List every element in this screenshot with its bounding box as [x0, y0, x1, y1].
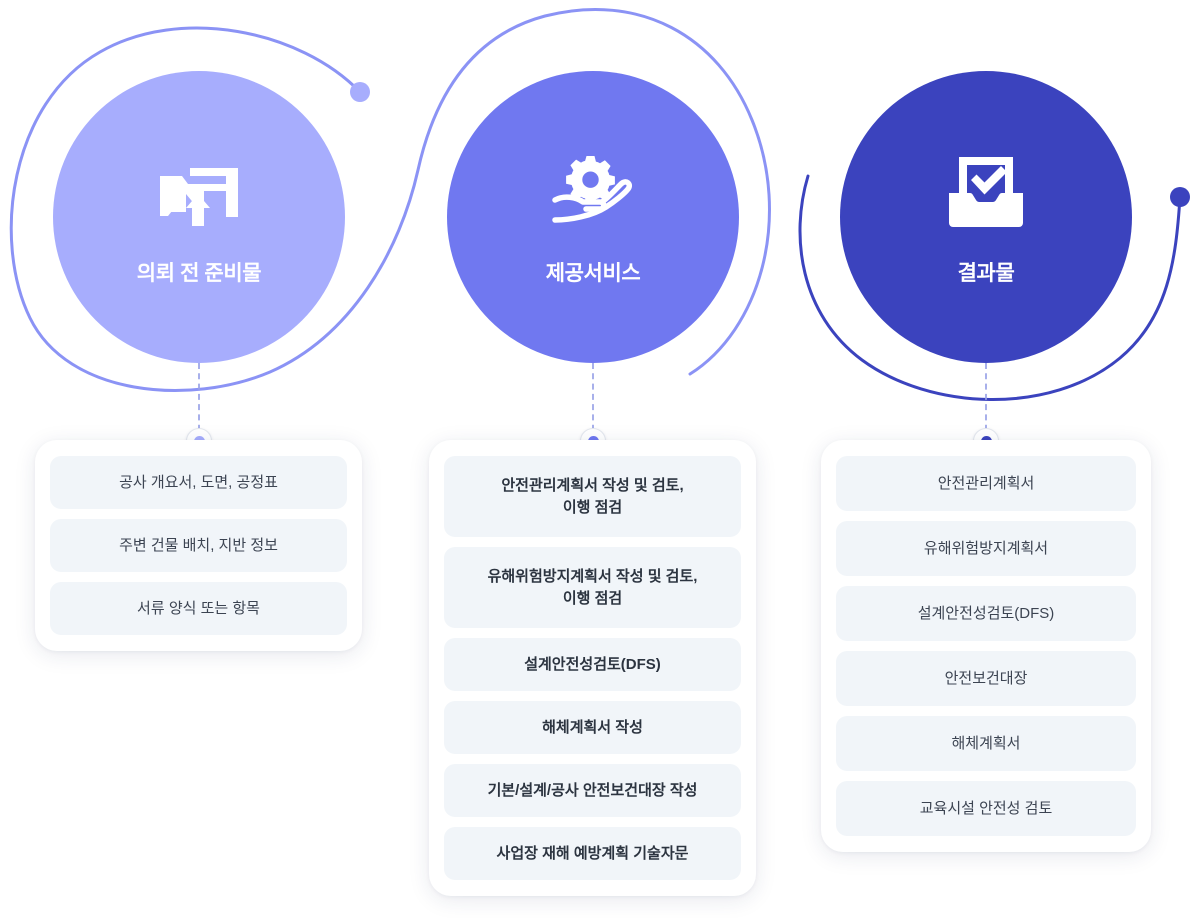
- list-item[interactable]: 해체계획서: [836, 716, 1136, 771]
- list-item[interactable]: 안전관리계획서 작성 및 검토,이행 점검: [444, 456, 741, 537]
- list-item[interactable]: 교육시설 안전성 검토: [836, 781, 1136, 836]
- inbox-check-icon: [940, 151, 1032, 237]
- step-circle-1-label: 의뢰 전 준비물: [136, 261, 262, 285]
- step-circle-3-label: 결과물: [957, 261, 1015, 285]
- step-circle-2-label: 제공서비스: [545, 261, 641, 285]
- list-item[interactable]: 해체계획서 작성: [444, 701, 741, 754]
- connector-line-2: [592, 363, 594, 441]
- list-item[interactable]: 사업장 재해 예방계획 기술자문: [444, 827, 741, 880]
- step-circle-1: 의뢰 전 준비물: [53, 71, 345, 363]
- list-item[interactable]: 설계안전성검토(DFS): [444, 638, 741, 691]
- orbit-endpoint-dark: [1170, 187, 1190, 207]
- connector-line-1: [198, 363, 200, 441]
- folder-upload-icon: [153, 151, 245, 237]
- step-circle-2: 제공서비스: [447, 71, 739, 363]
- list-item[interactable]: 안전보건대장: [836, 651, 1136, 706]
- list-item[interactable]: 안전관리계획서: [836, 456, 1136, 511]
- list-item[interactable]: 설계안전성검토(DFS): [836, 586, 1136, 641]
- list-item[interactable]: 유해위험방지계획서 작성 및 검토,이행 점검: [444, 547, 741, 628]
- list-item[interactable]: 기본/설계/공사 안전보건대장 작성: [444, 764, 741, 817]
- list-item[interactable]: 유해위험방지계획서: [836, 521, 1136, 576]
- list-item[interactable]: 공사 개요서, 도면, 공정표: [50, 456, 347, 509]
- step-card-2: 안전관리계획서 작성 및 검토,이행 점검 유해위험방지계획서 작성 및 검토,…: [429, 440, 756, 896]
- step-circle-3: 결과물: [840, 71, 1132, 363]
- step-card-3: 안전관리계획서 유해위험방지계획서 설계안전성검토(DFS) 안전보건대장 해체…: [821, 440, 1151, 852]
- orbit-endpoint-light: [350, 82, 370, 102]
- connector-line-3: [985, 363, 987, 441]
- list-item[interactable]: 서류 양식 또는 항목: [50, 582, 347, 635]
- step-card-1: 공사 개요서, 도면, 공정표 주변 건물 배치, 지반 정보 서류 양식 또는…: [35, 440, 362, 651]
- list-item[interactable]: 주변 건물 배치, 지반 정보: [50, 519, 347, 572]
- gear-in-hand-icon: [547, 151, 639, 237]
